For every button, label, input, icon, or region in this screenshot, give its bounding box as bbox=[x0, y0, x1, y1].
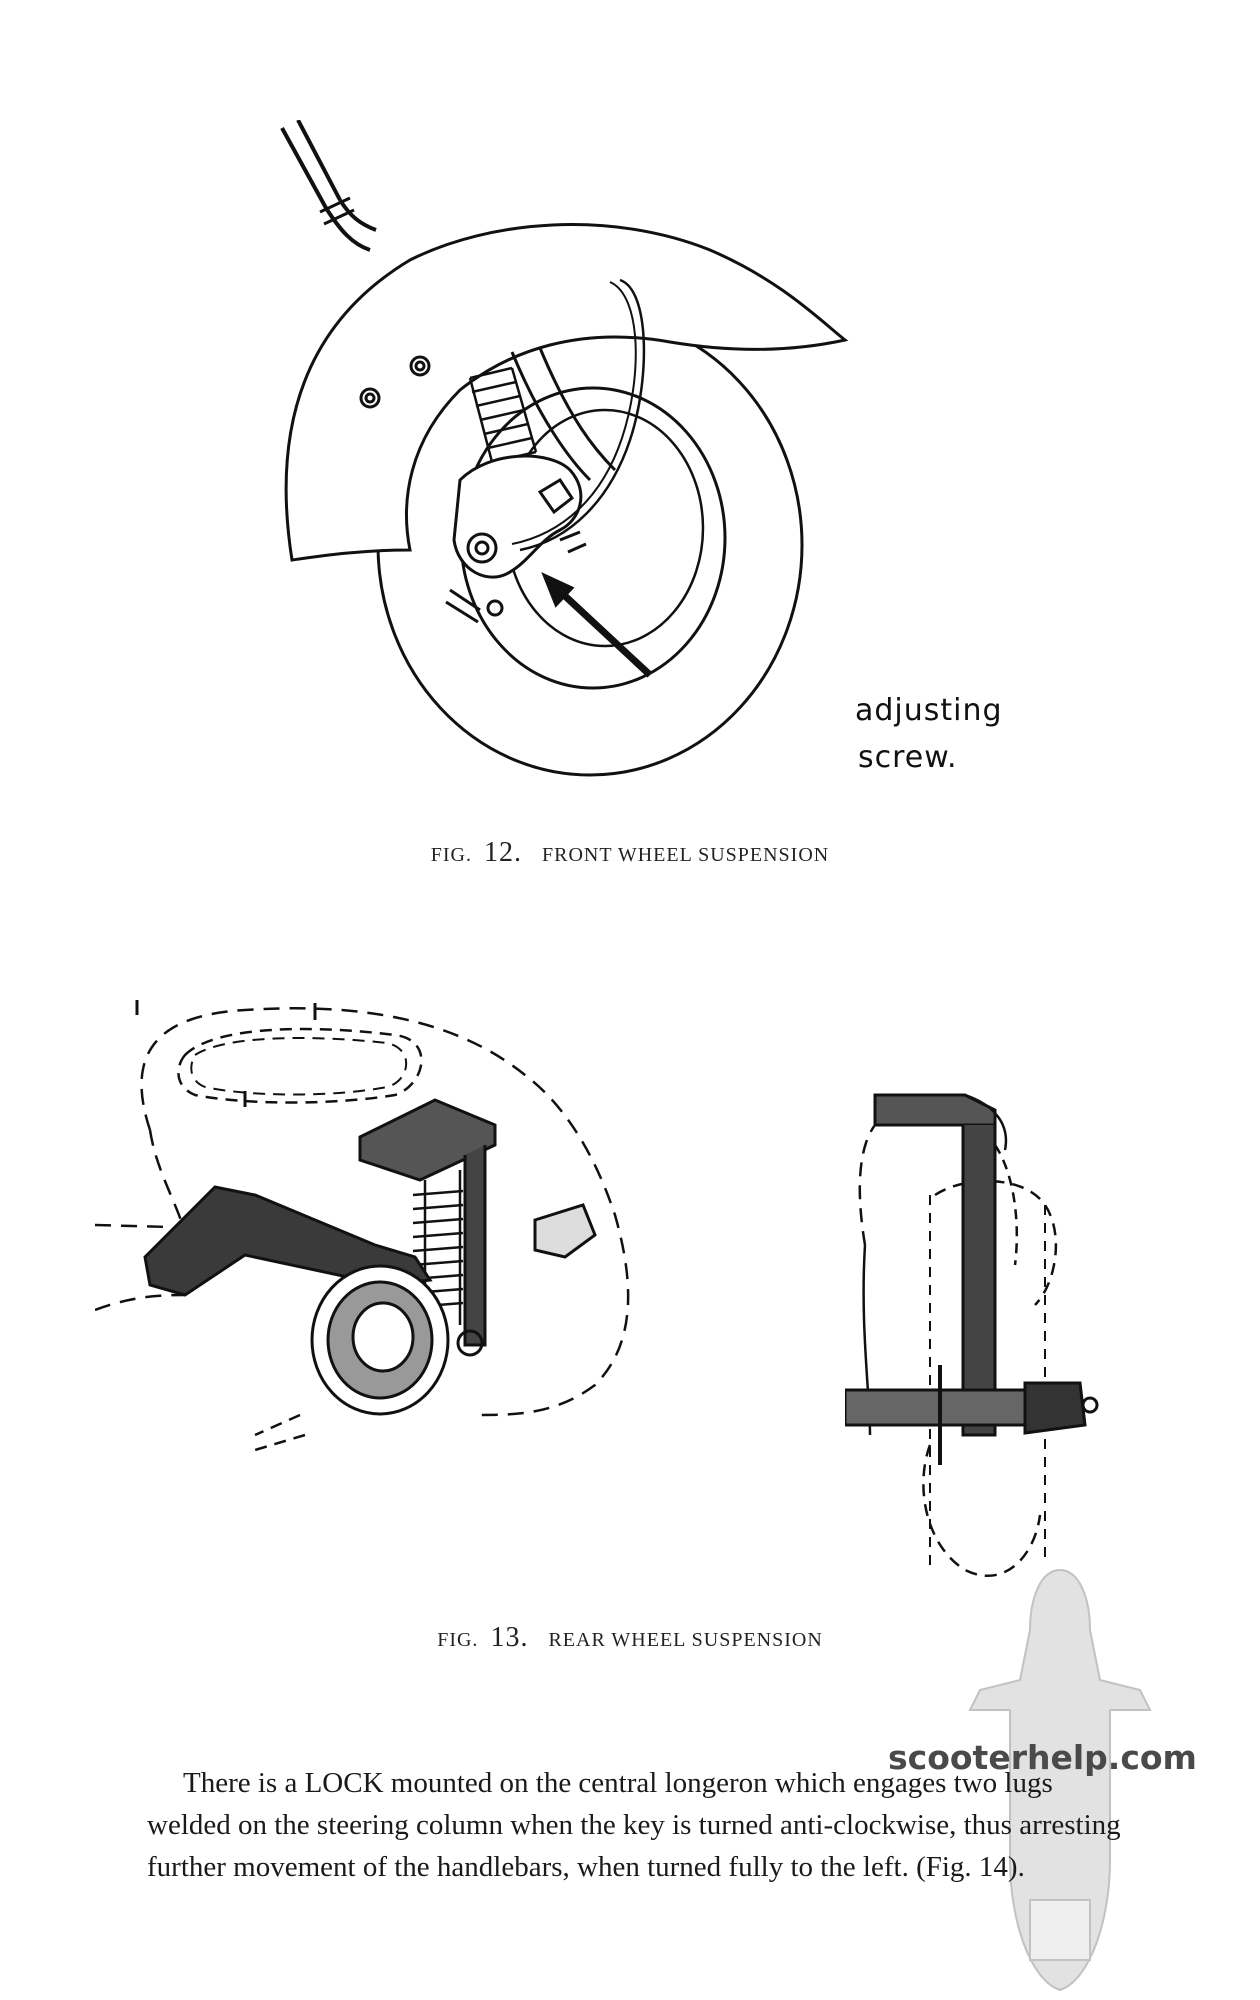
watermark-text: scooterhelp.com bbox=[888, 1738, 1197, 1777]
fig12-title: FRONT WHEEL SUSPENSION bbox=[542, 844, 830, 866]
fig12-number: 12. bbox=[484, 837, 522, 868]
rear-suspension-front-illustration bbox=[845, 1093, 1099, 1577]
fig13-caption: FIG. 13. REAR WHEEL SUSPENSION bbox=[0, 1622, 1260, 1654]
body-paragraph-text: There is a LOCK mounted on the central l… bbox=[147, 1767, 1121, 1883]
fig13-title: REAR WHEEL SUSPENSION bbox=[548, 1629, 823, 1651]
fig12-caption: FIG. 12. FRONT WHEEL SUSPENSION bbox=[0, 837, 1260, 869]
front-wheel-illustration bbox=[280, 120, 849, 777]
fig13-label: FIG. bbox=[437, 1629, 479, 1651]
adjusting-screw-label-line2: screw. bbox=[858, 740, 958, 775]
fig12-label: FIG. bbox=[430, 844, 472, 866]
body-paragraph: There is a LOCK mounted on the central l… bbox=[147, 1762, 1127, 1888]
adjusting-screw-label: adjusting bbox=[855, 693, 1003, 728]
rear-suspension-side-illustration bbox=[95, 1000, 630, 1452]
scooter-watermark-icon bbox=[968, 1568, 1152, 1992]
fig13-number: 13. bbox=[490, 1622, 529, 1653]
